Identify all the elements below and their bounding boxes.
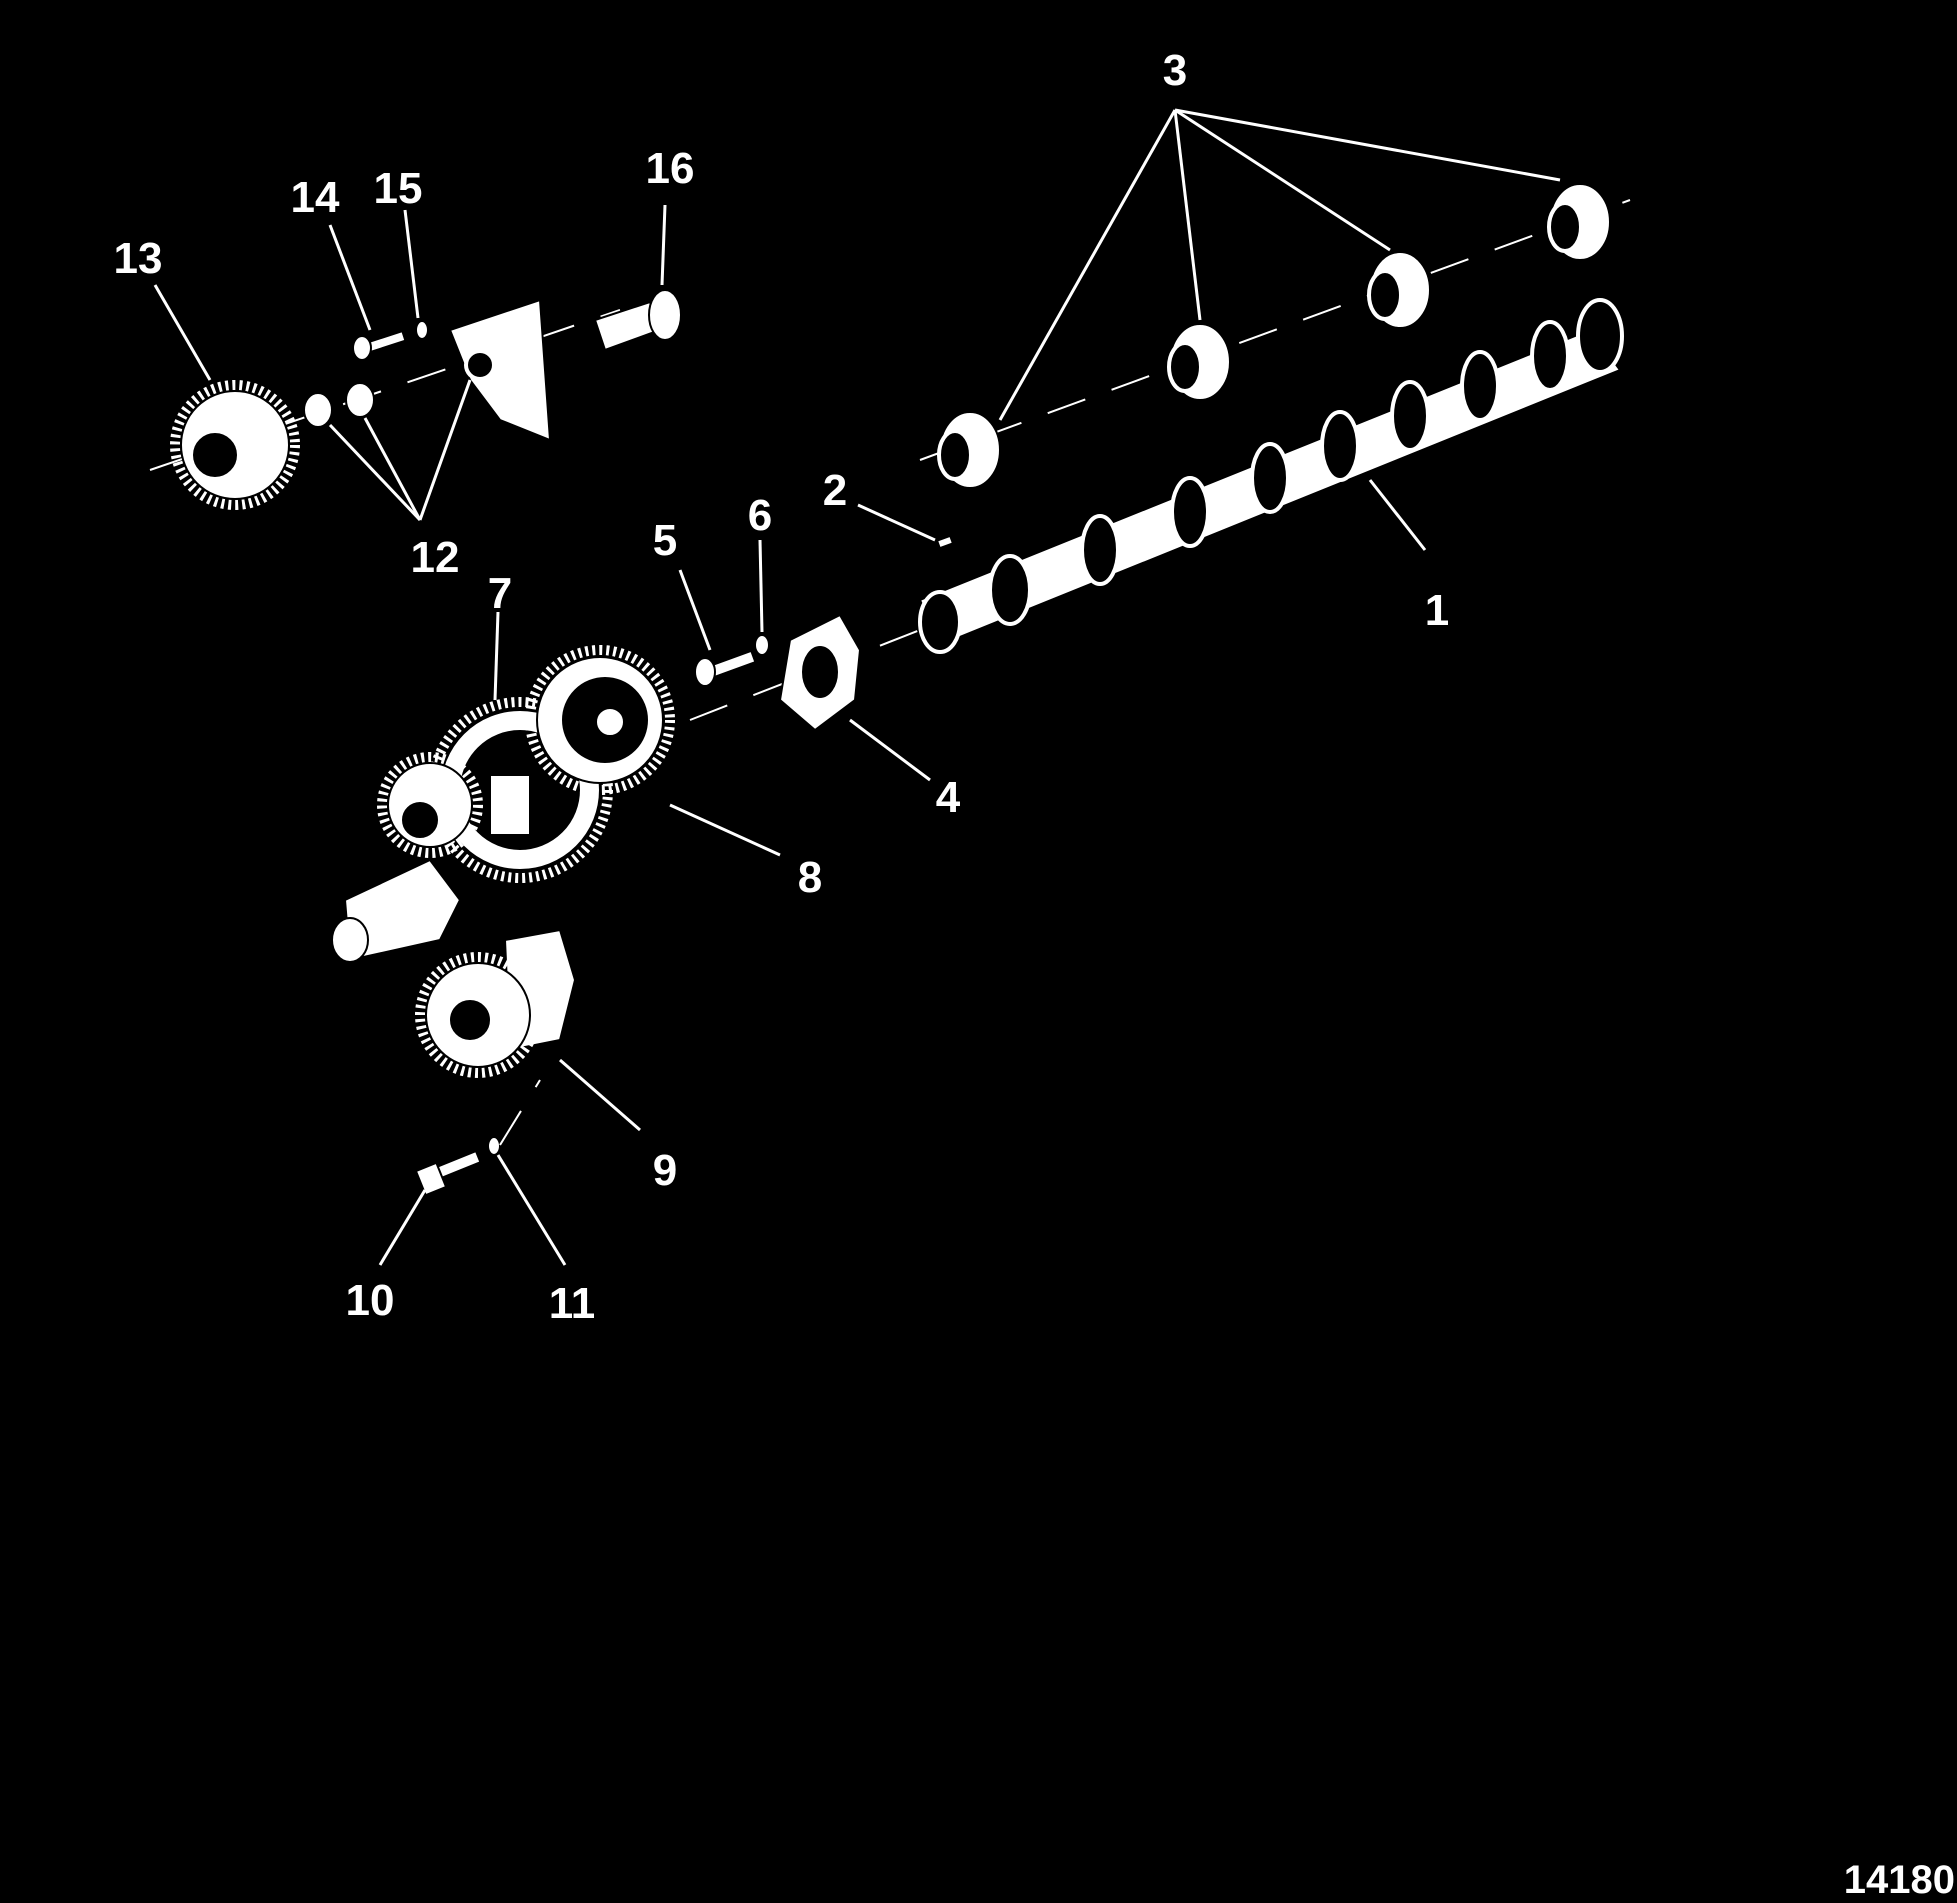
bracket-bolt	[352, 329, 407, 361]
cam-bearing	[1167, 323, 1231, 401]
cam-bearing	[937, 411, 1001, 489]
injection-pump-gear	[170, 380, 300, 510]
thrust-plate-washer	[754, 634, 770, 656]
gear-support-bracket	[448, 298, 552, 442]
crankshaft-nose	[331, 858, 462, 963]
callout-6: 6	[748, 491, 772, 540]
callout-12: 12	[411, 533, 460, 582]
callout-9: 9	[653, 1146, 677, 1195]
cam-bearing	[1367, 251, 1431, 329]
callout-5: 5	[653, 516, 677, 565]
callout-7: 7	[488, 569, 512, 618]
cam-bearing	[1547, 183, 1611, 261]
thrust-plate	[778, 613, 862, 732]
callout-8: 8	[798, 853, 822, 902]
callout-3: 3	[1163, 46, 1187, 95]
pump-gear-bolt	[414, 1149, 482, 1197]
callout-15: 15	[374, 164, 423, 213]
bushings	[303, 382, 375, 428]
pump-gear-washer	[487, 1136, 501, 1156]
leader-lines	[153, 108, 1561, 1266]
bracket-washer	[415, 320, 429, 340]
camshaft-bearings	[937, 183, 1611, 489]
camshaft	[918, 298, 1624, 654]
gear-shaft	[593, 289, 682, 352]
callout-13: 13	[114, 234, 163, 283]
callout-4: 4	[936, 773, 961, 822]
callout-11: 11	[549, 1279, 596, 1328]
pump-bolt-axis	[499, 1079, 541, 1146]
callout-1: 1	[1425, 586, 1449, 635]
woodruff-key	[935, 534, 955, 550]
camshaft-gear	[525, 645, 675, 795]
thrust-plate-screw	[694, 649, 757, 687]
callouts: 1 2 3 4 5 6 7 8 9 10 11 12 13 14 15 16	[114, 46, 1450, 1328]
callout-16: 16	[646, 144, 695, 193]
pump-drive-gear	[415, 928, 577, 1078]
callout-2: 2	[823, 466, 847, 515]
callout-10: 10	[346, 1276, 395, 1325]
figure-id: 14180	[1844, 1858, 1955, 1902]
crankshaft-gear	[377, 752, 483, 858]
callout-14: 14	[291, 173, 340, 222]
